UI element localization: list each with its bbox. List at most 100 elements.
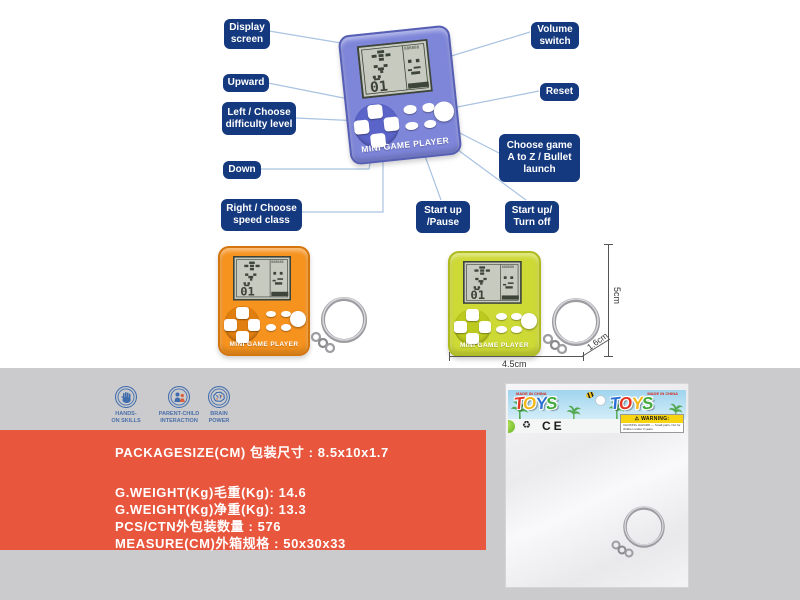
dpad-left-button [454, 321, 467, 333]
device-screen: 01 888888 [356, 38, 434, 99]
callout-down: Down [223, 161, 261, 179]
parent-child-icon [168, 386, 190, 408]
recycle-icon: ♻ [522, 420, 531, 431]
lcd-status-marks [271, 272, 289, 297]
dim-height-label: 5cm [612, 287, 622, 305]
lcd-screen-art: 01 888888 [233, 256, 292, 301]
tetris-sprites [243, 262, 260, 287]
callout-reset: Reset [540, 83, 579, 101]
callout-left-choose: Left / Choose difficulty level [222, 102, 296, 135]
feature-label: BRAIN POWER [208, 411, 230, 424]
callout-start-turn-off: Start up/ Turn off [505, 201, 559, 233]
feature-hands-on: HANDS- ON SKILLS [103, 386, 149, 425]
made-in-china-text: MADE IN CHINA [516, 391, 547, 396]
feature-parent-child: PARENT-CHILD INTERACTION [150, 386, 208, 425]
callout-start-pause: Start up /Pause [416, 201, 470, 233]
start-button [290, 310, 307, 327]
packaging-info-section: HANDS- ON SKILLS PARENT-CHILD INTERACTIO… [0, 368, 800, 600]
dpad-left-button [353, 119, 371, 136]
device-brand-label: MINI GAME PLAYER [229, 340, 299, 348]
keychain-ring [543, 298, 600, 355]
dpad-up-button [236, 306, 249, 319]
music-button [265, 310, 277, 318]
card-bottom-strip: ♻ CE ⚠ WARNING: CHOKING HAZARD — Small p… [508, 414, 686, 433]
device-brand-label: MINI GAME PLAYER [459, 341, 529, 349]
pause-button [405, 120, 419, 131]
keychain-ring [611, 506, 665, 558]
lcd-status-marks [408, 58, 430, 89]
warning-icon: ⚠ [634, 416, 640, 422]
spec-gross-weight: G.WEIGHT(Kg)毛重(Kg): 14.6 [115, 485, 307, 500]
spec-measure: MEASURE(CM)外箱规格 : 50x30x33 [115, 536, 346, 551]
dpad-down-button [236, 331, 249, 343]
toys-logo: TOYS [608, 393, 654, 414]
start-button [521, 313, 538, 329]
green-ball-icon [508, 420, 515, 433]
dpad-right-button [248, 318, 261, 331]
dim-cap [583, 352, 584, 361]
pause-button [496, 326, 507, 334]
lcd-level-digits: 01 [240, 285, 255, 299]
dpad-up-button [366, 103, 384, 120]
packaged-product-photo: MADE IN CHINA MADE IN CHINA TOYS TOYS ♻ … [505, 383, 689, 588]
callout-right-choose: Right / Choose speed class [221, 199, 302, 231]
onoff-button [511, 326, 523, 334]
blue-game-player: 01 888888 MINI GAME PLAYER [337, 24, 463, 166]
lcd-status-marks [502, 276, 520, 300]
dim-cap [604, 356, 613, 357]
tetris-sprites [371, 50, 391, 81]
dim-cap [604, 244, 613, 245]
callout-choose-game: Choose game A to Z / Bullet launch [499, 134, 580, 182]
onoff-button [423, 119, 438, 129]
spec-pcs-ctn: PCS/CTN外包装数量 : 576 [115, 519, 282, 534]
lcd-level-digits: 01 [471, 289, 486, 303]
toys-logo: TOYS [512, 393, 558, 414]
dpad-down-button [466, 333, 479, 345]
device-screen: 01 888888 [463, 261, 523, 304]
dim-cap [449, 352, 450, 361]
spec-package-size: PACKAGESIZE(CM) 包装尺寸 : 8.5x10x1.7 [115, 445, 389, 460]
reset-button [280, 310, 292, 318]
dpad [454, 309, 491, 345]
hang-hole [596, 396, 605, 405]
callout-upward: Upward [223, 74, 269, 92]
onoff-button [280, 324, 292, 332]
tetris-sprites [473, 266, 491, 291]
made-in-china-text: MADE IN CHINA [647, 391, 678, 396]
hand-icon [115, 386, 137, 408]
dpad-right-button [382, 116, 400, 133]
music-button [403, 104, 418, 115]
pause-button [265, 324, 277, 332]
dim-width-line [449, 356, 583, 357]
warning-label: ⚠ WARNING: CHOKING HAZARD — Small parts.… [620, 414, 684, 433]
device-screen: 01 888888 [233, 256, 292, 301]
feature-label: HANDS- ON SKILLS [111, 411, 141, 424]
spec-bar: PACKAGESIZE(CM) 包装尺寸 : 8.5x10x1.7 G.WEIG… [0, 430, 486, 551]
lcd-score-digits: 888888 [404, 44, 420, 50]
lcd-screen-art: 01 888888 [356, 38, 434, 99]
feature-brain: BRAIN POWER [196, 386, 242, 425]
dpad [224, 306, 261, 344]
dim-height-line [608, 244, 609, 356]
reset-button [511, 313, 523, 320]
warning-text: CHOKING HAZARD — Small parts. Not for ch… [623, 423, 681, 431]
callout-display-screen: Display screen [224, 19, 270, 49]
lcd-score-digits: 888888 [272, 261, 284, 265]
dpad-up-button [466, 309, 479, 321]
music-button [496, 313, 507, 320]
lcd-screen-art: 01 888888 [463, 261, 523, 304]
lcd-level-digits: 01 [369, 79, 389, 96]
keychain-ring [310, 297, 367, 354]
dpad-right-button [478, 321, 491, 333]
feature-label: PARENT-CHILD INTERACTION [158, 411, 200, 424]
dpad-left-button [224, 318, 237, 331]
brain-icon [208, 386, 230, 408]
spec-net-weight: G.WEIGHT(Kg)净重(Kg): 13.3 [115, 502, 307, 517]
dim-width-label: 4.5cm [502, 359, 527, 369]
orange-game-player: 01 888888 MINI GAME PLAYER [218, 246, 310, 356]
start-button [433, 100, 455, 123]
header-card: MADE IN CHINA MADE IN CHINA TOYS TOYS ♻ … [508, 390, 686, 433]
lcd-score-digits: 888888 [502, 265, 514, 269]
bee-icon [585, 390, 595, 400]
